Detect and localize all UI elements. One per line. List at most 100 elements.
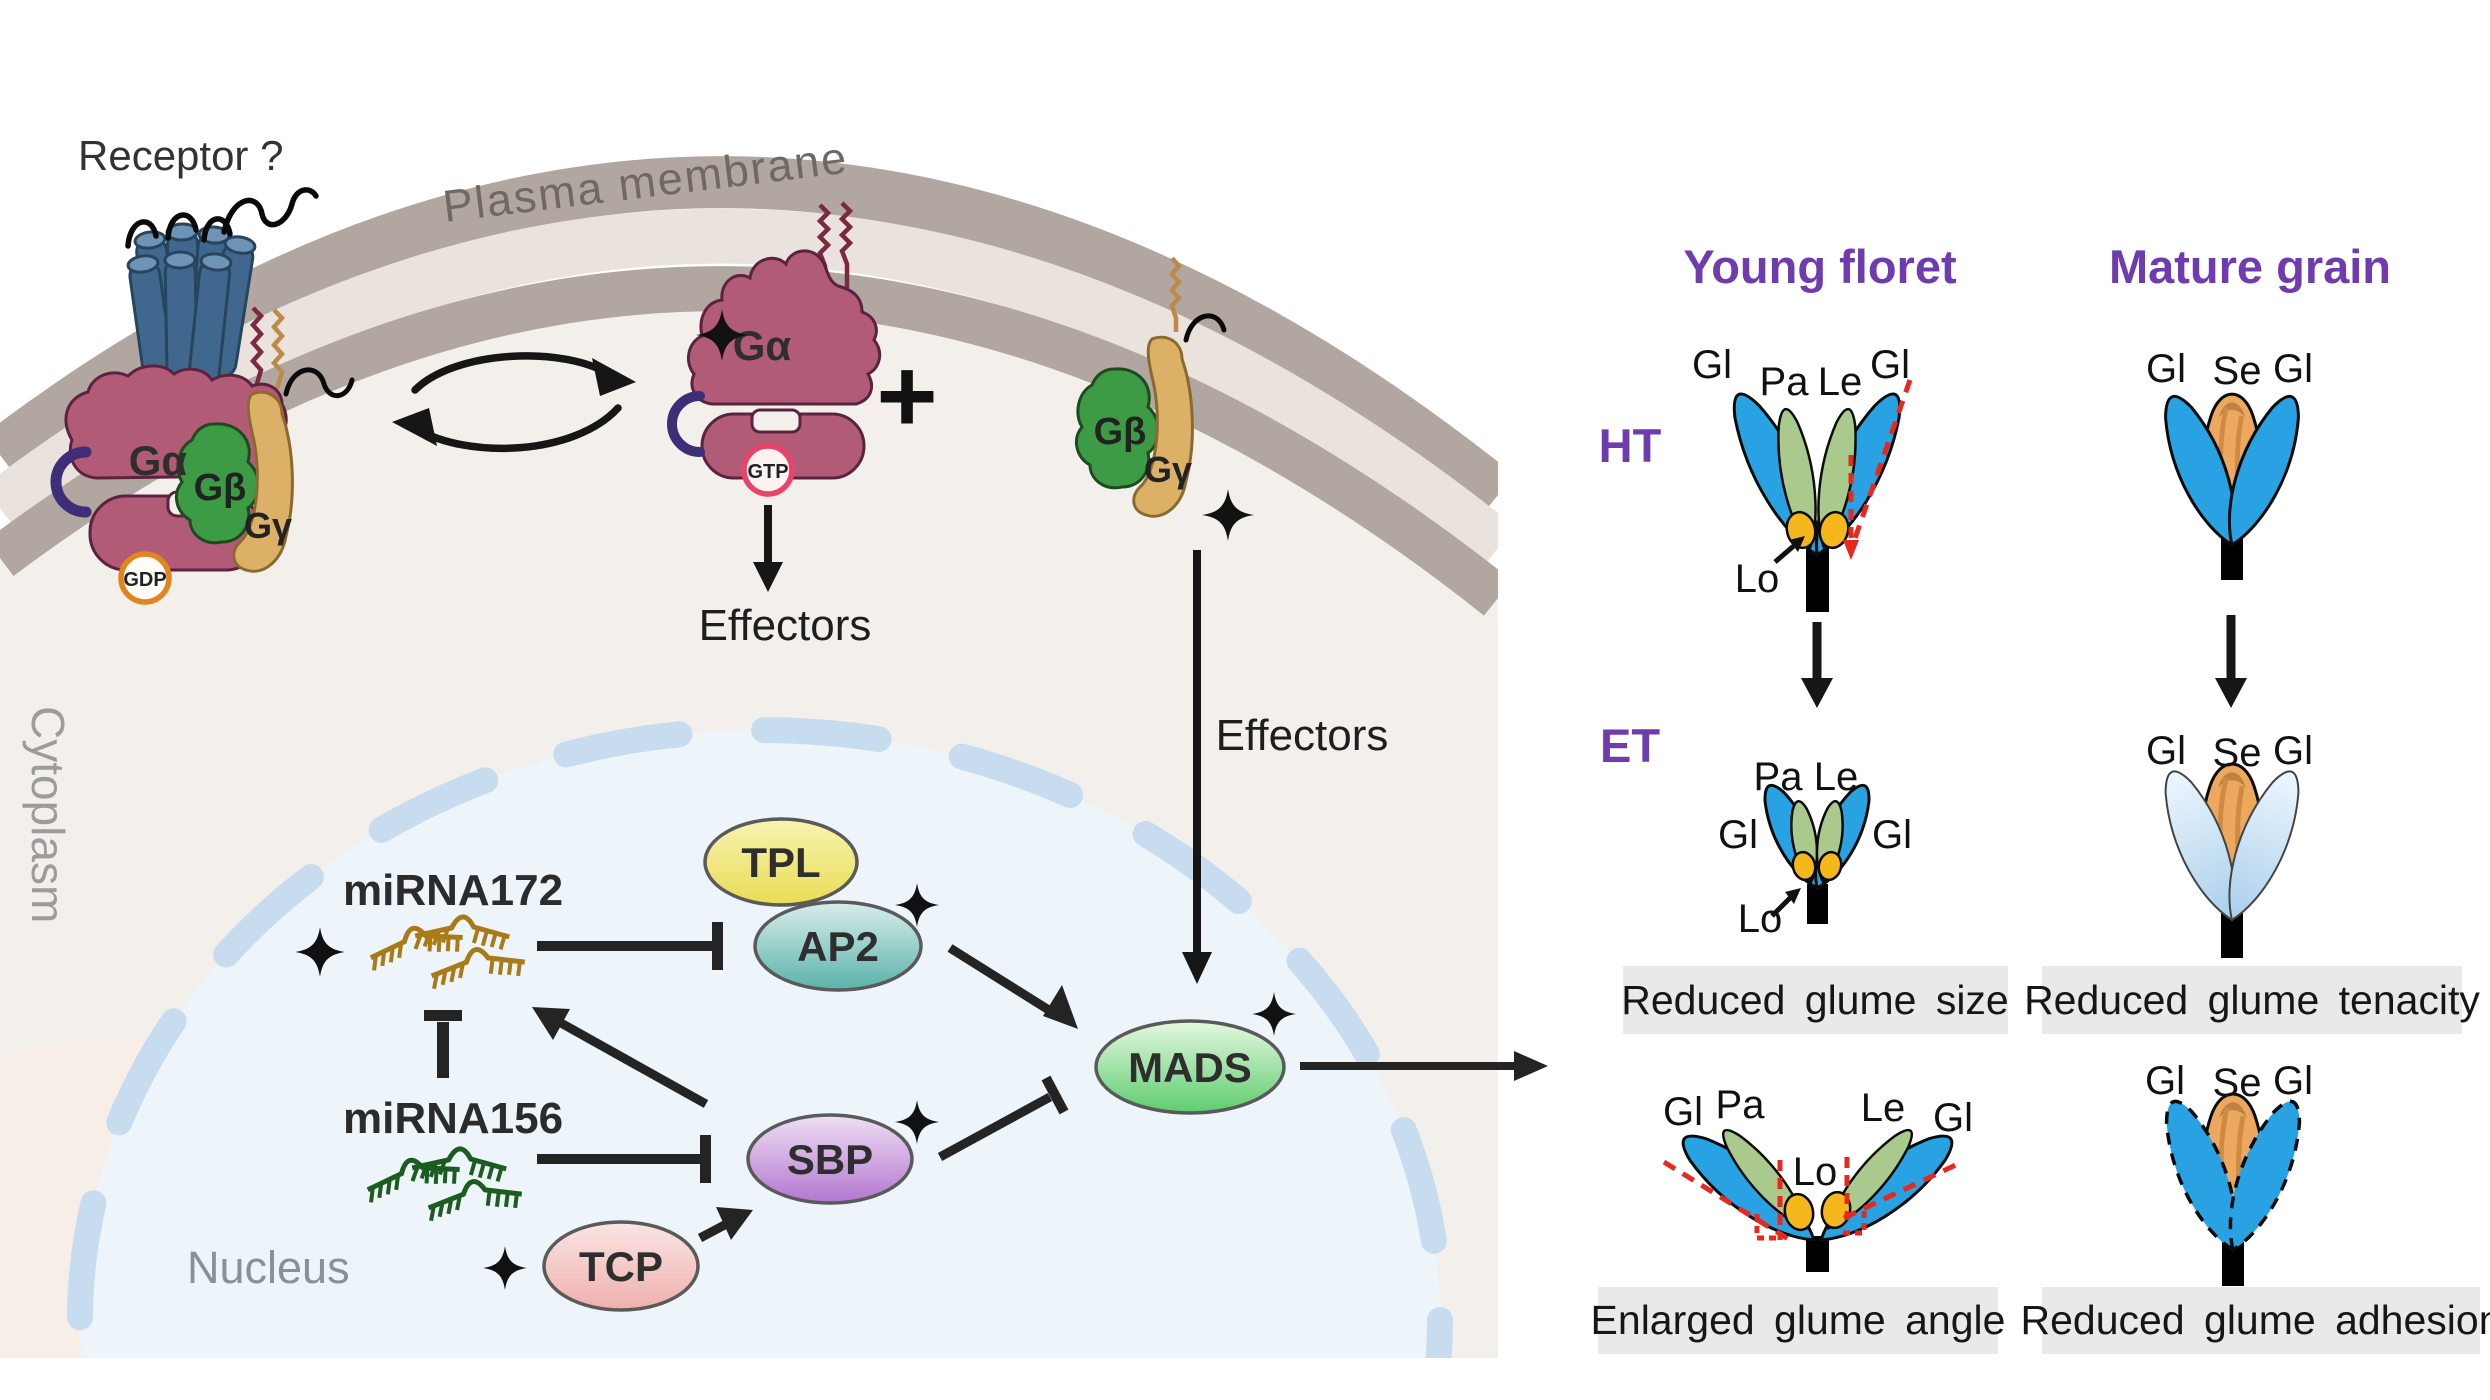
g-alpha-active-switch-linker (667, 391, 705, 457)
organ-label-glume: Gl (2146, 347, 2186, 391)
effectors-nucleus-label: Effectors (1216, 711, 1389, 760)
young-floret-header: Young floret (1683, 240, 1957, 293)
g-alpha-active: GTP Gα (667, 201, 882, 497)
lodicule-right (1818, 510, 1850, 550)
organ-label-glume: Gl (1718, 813, 1758, 857)
organ-label-glume: Gl (1870, 343, 1910, 387)
transition-arrows (1801, 615, 2247, 708)
organ-label-glume: Gl (1872, 813, 1912, 857)
floret-stem (1806, 1236, 1829, 1272)
lipid-anchor-zigzags (249, 306, 286, 390)
regulation-arrows (424, 922, 1548, 1242)
caption-box-adhesion (2042, 1287, 2480, 1354)
effector-arrows (753, 505, 1212, 984)
g-alpha-switch-linker (50, 446, 92, 518)
caption-box-size (1623, 966, 2008, 1034)
tpl-node (703, 817, 859, 907)
gdp-icon (118, 551, 172, 605)
grain-stem (2222, 1236, 2244, 1286)
organ-label-lemma: Le (1818, 360, 1863, 404)
glume-angle-guides (1843, 379, 1913, 560)
g-beta-gamma-dimer: Gβ Gγ (1074, 256, 1227, 518)
lodicule-pointer-head (1785, 888, 1801, 904)
caption-box-tenacity (2042, 966, 2462, 1034)
et-young-floret: Pa Le Gl Gl Lo (1718, 755, 1912, 941)
organ-label-palea: Pa (1716, 1083, 1766, 1127)
nucleus (67, 717, 1453, 1358)
organ-label-palea: Pa (1760, 360, 1810, 404)
cycle-arrows (392, 352, 636, 453)
tcp-label: TCP (579, 1243, 663, 1290)
tf-nodes (542, 817, 1286, 1312)
mature-grain-header: Mature grain (2109, 240, 2391, 293)
mirna156-label: miRNA156 (343, 1094, 563, 1143)
sbp-node (746, 1113, 914, 1205)
ht-young-floret: Gl Pa Le Gl Lo (1692, 343, 1915, 612)
effectors-membrane-label: Effectors (699, 601, 872, 650)
g-gamma-squiggle-active (1183, 313, 1227, 343)
caption-adhesion: Reduced glume adhesion (2021, 1297, 2490, 1343)
organ-label-glume: Gl (1933, 1096, 1973, 1140)
g-gamma-active-label: Gγ (1144, 449, 1192, 490)
organ-label-seed: Se (2213, 1061, 2262, 1105)
g-gamma-nterm-squiggle (283, 367, 355, 398)
ht-label: HT (1599, 419, 1662, 472)
plus-sign: + (876, 338, 937, 455)
caption-size: Reduced glume size (1621, 977, 2008, 1023)
mature-grain-3: Gl Se Gl (2145, 1059, 2314, 1286)
ap2-label: AP2 (797, 923, 879, 970)
mads-label: MADS (1128, 1044, 1252, 1091)
floret-stem (1807, 884, 1828, 924)
ap2-node (753, 900, 923, 992)
lodicule-pointer (1773, 542, 1798, 564)
gtp-icon (741, 443, 795, 497)
caption-angle: Enlarged glume angle (1591, 1297, 2006, 1343)
grain-stem (2221, 532, 2243, 580)
nucleus-label: Nucleus (187, 1242, 350, 1293)
g-beta-active-label: Gβ (1094, 411, 1147, 453)
mirna172-label: miRNA172 (343, 866, 563, 915)
g-alpha-label: Gα (129, 437, 188, 484)
organ-label-glume: Gl (2145, 1059, 2185, 1103)
organ-label-lemma: Le (1861, 1086, 1906, 1130)
nucleus-fill (80, 730, 1440, 1358)
g-gamma-label: Gγ (244, 505, 292, 546)
organ-label-lodicule: Lo (1793, 1150, 1838, 1194)
lodicule-pointer (1770, 894, 1794, 918)
organ-label-lodicule: Lo (1735, 557, 1780, 601)
organ-label-glume: Gl (1692, 343, 1732, 387)
organ-label-lodicule: Lo (1738, 897, 1783, 941)
g-alpha-active-notch (750, 408, 802, 434)
caption-tenacity: Reduced glume tenacity (2024, 977, 2480, 1023)
lodicule-pointer-head (1789, 536, 1805, 552)
organ-label-seed: Se (2213, 731, 2262, 775)
cytoplasm-label: Cytoplasm (22, 706, 74, 923)
organ-label-glume: Gl (1663, 1090, 1703, 1134)
organ-label-palea: Pa (1754, 755, 1804, 799)
organ-label-glume: Gl (2273, 1059, 2313, 1103)
grain-stem (2221, 906, 2243, 958)
organ-label-glume: Gl (2146, 729, 2186, 773)
organ-label-seed: Se (2213, 349, 2262, 393)
mads-node (1094, 1019, 1286, 1115)
sbp-label: SBP (787, 1136, 873, 1183)
lodicule-right (1817, 850, 1843, 882)
mature-grain-1: Gl Se Gl (2146, 347, 2313, 580)
lodicule-left (1791, 850, 1817, 882)
nucleus-envelope-dashed (67, 717, 1453, 1358)
receptor-label: Receptor ? (78, 132, 283, 179)
lodicule-left (1783, 1192, 1815, 1232)
gdp-label: GDP (123, 569, 166, 591)
et-label: ET (1600, 719, 1660, 772)
mature-grain-2: Gl Se Gl (2146, 729, 2315, 958)
enlarged-angle-floret: Gl Pa Lo Le Gl (1662, 1083, 1973, 1272)
organ-label-glume: Gl (2273, 729, 2313, 773)
g-protein-complex-resting: GDP Gα Gβ Gγ (50, 364, 355, 605)
g-alpha-active-upper-lobe (686, 249, 882, 406)
gtp-label: GTP (747, 461, 788, 483)
tcp-node (542, 1220, 700, 1312)
organ-label-glume: Gl (2273, 347, 2313, 391)
glume-angle-guides (1662, 1157, 1964, 1243)
